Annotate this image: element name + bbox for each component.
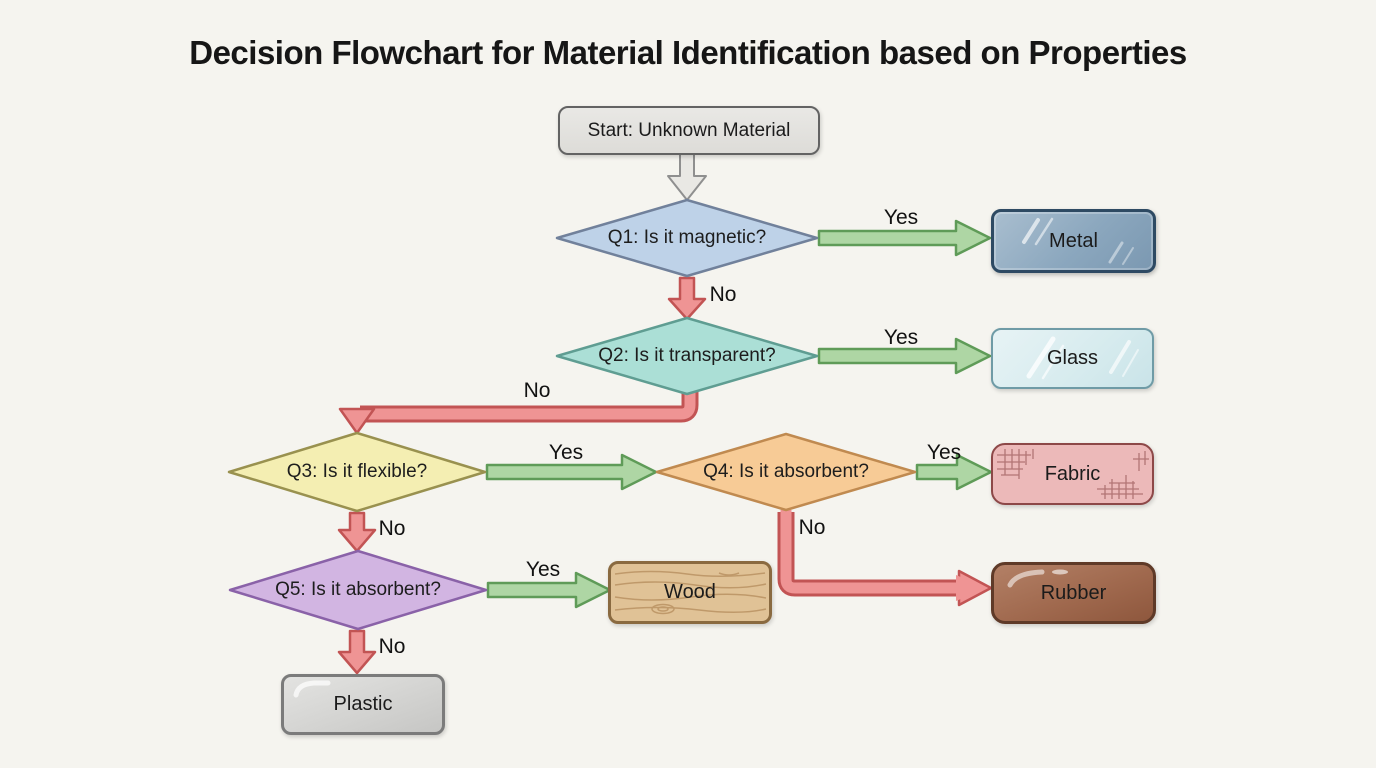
diamond-shape-q1 <box>555 198 819 278</box>
node-q1-label: Q1: Is it magnetic? <box>607 227 767 248</box>
node-plastic: Plastic <box>281 674 445 735</box>
arrow-q4-no <box>777 510 993 607</box>
node-start: Start: Unknown Material <box>558 106 820 155</box>
edge-label-q2-no: No <box>523 379 551 402</box>
edge-label-q5-yes: Yes <box>525 558 561 581</box>
edge-label-q1-yes: Yes <box>883 206 919 229</box>
node-q3: Q3: Is it flexible? <box>227 431 487 513</box>
arrow-q3-no <box>337 511 377 553</box>
node-metal-label: Metal <box>1049 229 1098 252</box>
arrow-q2-no <box>338 390 699 435</box>
node-glass-label: Glass <box>1046 347 1099 369</box>
arrow-start-to-q1 <box>667 150 707 201</box>
node-q2-label: Q2: Is it transparent? <box>598 345 776 366</box>
edge-label-q3-no: No <box>378 517 406 540</box>
node-q1: Q1: Is it magnetic? <box>555 198 819 278</box>
diamond-shape-q4 <box>655 432 917 512</box>
page-title: Decision Flowchart for Material Identifi… <box>189 34 1187 71</box>
edge-label-q2-yes: Yes <box>883 326 919 349</box>
arrow-q4-yes <box>915 453 993 491</box>
node-metal: Metal <box>991 209 1156 273</box>
diamond-shape-q3 <box>227 431 487 513</box>
arrow-q1-no <box>667 276 707 321</box>
edge-label-q3-yes: Yes <box>548 441 584 464</box>
diamond-shape-q2 <box>555 316 819 396</box>
node-q4-label: Q4: Is it absorbent? <box>703 461 869 482</box>
arrow-q3-yes <box>485 453 658 491</box>
node-q4: Q4: Is it absorbent? <box>655 432 917 512</box>
node-fabric: Fabric <box>991 443 1154 505</box>
node-rubber-label: Rubber <box>1040 581 1107 604</box>
node-wood-label: Wood <box>664 581 716 603</box>
arrow-q5-no <box>337 629 377 675</box>
node-start-label: Start: Unknown Material <box>587 119 791 141</box>
arrow-q5-yes <box>486 571 612 609</box>
node-fabric-label: Fabric <box>1044 462 1101 485</box>
node-wood: Wood <box>608 561 772 624</box>
edge-label-q1-no: No <box>709 283 737 306</box>
node-rubber: Rubber <box>991 562 1156 624</box>
node-q3-label: Q3: Is it flexible? <box>286 461 428 482</box>
edge-label-q4-yes: Yes <box>926 441 962 464</box>
node-glass: Glass <box>991 328 1154 389</box>
node-plastic-label: Plastic <box>333 693 393 715</box>
node-q5: Q5: Is it absorbent? <box>228 549 488 631</box>
edge-label-q4-no: No <box>798 516 826 539</box>
node-q5-label: Q5: Is it absorbent? <box>275 579 441 600</box>
diamond-shape-q5 <box>228 549 488 631</box>
arrow-q1-yes <box>817 219 992 257</box>
arrow-q2-yes <box>817 337 992 375</box>
node-q2: Q2: Is it transparent? <box>555 316 819 396</box>
edge-label-q5-no: No <box>378 635 406 658</box>
